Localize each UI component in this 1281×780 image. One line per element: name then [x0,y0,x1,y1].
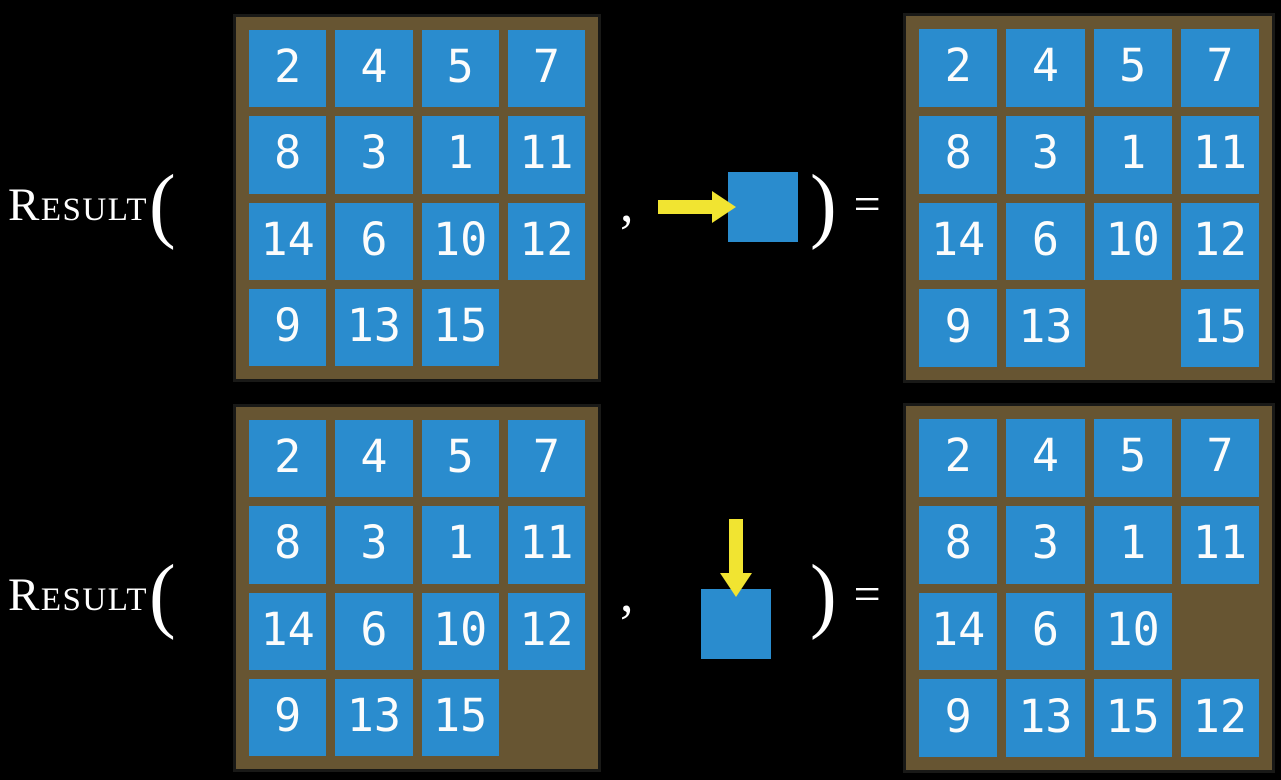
puzzle-tile: 14 [249,202,327,280]
puzzle-tile: 9 [919,289,998,367]
empty-cell [1094,289,1172,367]
empty-cell [1181,593,1259,671]
puzzle-tile: 9 [249,678,327,756]
puzzle-tile: 1 [1093,115,1172,194]
puzzle-tile: 11 [507,506,585,584]
close-paren: ) [810,159,837,251]
puzzle-tile: 10 [1093,202,1172,281]
puzzle-tile: 15 [1180,289,1259,367]
puzzle-tile: 2 [919,29,998,107]
puzzle-tile: 15 [421,678,499,756]
equals-sign: = [853,178,881,231]
puzzle-tile: 14 [919,592,998,671]
move-right-argument [658,172,798,242]
equals-sign: = [853,568,881,621]
arrow-head [712,191,736,223]
puzzle-tile: 10 [421,202,499,280]
puzzle-tile: 4 [1006,419,1085,497]
open-paren: ( [148,159,176,251]
puzzle-tile: 15 [421,288,499,366]
puzzle-tile: 6 [335,202,413,280]
function-call-close: ) = [810,540,881,650]
puzzle-tile: 6 [335,592,413,670]
puzzle-tile: 12 [507,592,585,670]
puzzle-tile: 6 [1006,592,1085,671]
right-arrow-icon [658,191,736,223]
puzzle-tile: 12 [1180,679,1259,757]
puzzle-tile: 10 [421,592,499,670]
function-call-close: ) = [810,150,881,260]
puzzle-tile: 9 [249,288,327,366]
puzzle-tile: 4 [335,30,413,108]
puzzle-tile: 5 [1093,419,1172,497]
moving-tile-square [728,172,798,242]
puzzle-tile: 13 [335,288,413,366]
argument-comma: , [620,563,634,623]
open-paren: ( [148,549,176,641]
puzzle-tile: 13 [335,678,413,756]
puzzle-tile: 4 [335,420,413,498]
argument-comma: , [620,173,634,233]
puzzle-tile: 8 [919,505,998,584]
puzzle-tile: 7 [1180,419,1259,497]
puzzle-tile: 2 [919,419,998,497]
puzzle-tile: 7 [507,420,585,498]
puzzle-tile: 14 [919,202,998,281]
puzzle-tile: 15 [1093,679,1172,757]
puzzle-tile: 12 [1180,202,1259,281]
puzzle-tile: 13 [1006,679,1085,757]
puzzle-tile: 13 [1006,289,1085,367]
puzzle-tile: 3 [335,506,413,584]
puzzle-tile: 6 [1006,202,1085,281]
puzzle-tile: 7 [1180,29,1259,107]
puzzle-tile: 12 [507,202,585,280]
puzzle-tile: 11 [1180,505,1259,584]
down-arrow-icon [720,519,752,597]
puzzle-tile: 2 [249,420,327,498]
empty-cell [508,679,585,756]
puzzle-tile: 5 [1093,29,1172,107]
puzzle-tile: 11 [507,116,585,194]
arrow-shaft [658,200,712,214]
moving-tile-square [701,589,771,659]
puzzle-tile: 10 [1093,592,1172,671]
puzzle-tile: 2 [249,30,327,108]
puzzle-tile: 8 [249,116,327,194]
result-function-label: Result [8,568,148,621]
result-function-label: Result [8,178,148,231]
puzzle-tile: 9 [919,679,998,757]
puzzle-tile: 3 [1006,505,1085,584]
puzzle-tile: 11 [1180,115,1259,194]
puzzle-tile: 5 [421,420,499,498]
puzzle-tile: 1 [421,506,499,584]
puzzle-tile: 14 [249,592,327,670]
puzzle-tile: 3 [335,116,413,194]
arrow-shaft [729,519,743,573]
puzzle-tile: 1 [421,116,499,194]
puzzle-tile: 8 [249,506,327,584]
empty-cell [508,289,585,366]
puzzle-tile: 5 [421,30,499,108]
puzzle-tile: 1 [1093,505,1172,584]
arrow-head [720,573,752,597]
close-paren: ) [810,549,837,641]
puzzle-tile: 4 [1006,29,1085,107]
puzzle-tile: 8 [919,115,998,194]
puzzle-tile: 7 [507,30,585,108]
puzzle-tile: 3 [1006,115,1085,194]
move-down-argument [701,519,771,659]
function-call-open: Result ( [8,150,176,260]
function-call-open: Result ( [8,540,176,650]
